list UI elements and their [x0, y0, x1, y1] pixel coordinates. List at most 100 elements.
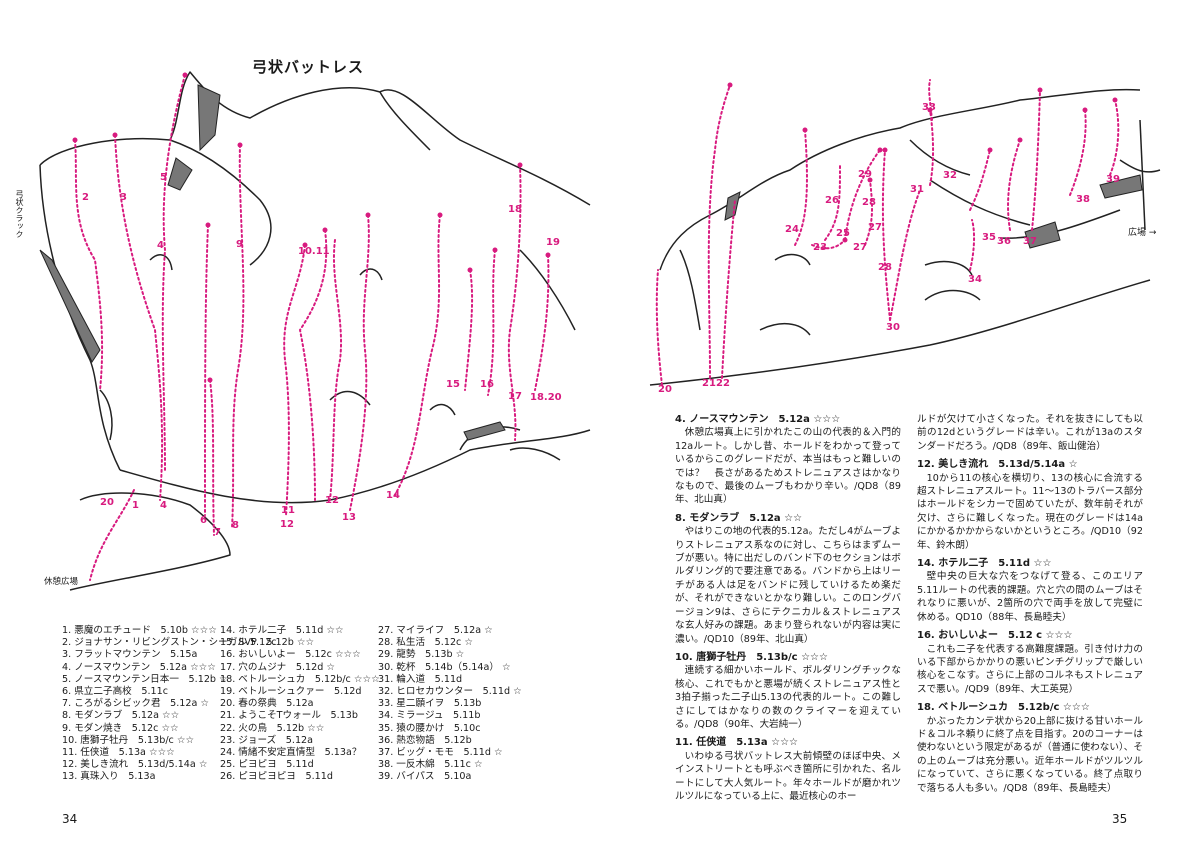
- route-number-label: 31: [910, 184, 924, 195]
- legend-item: 11. 任侠道 5.13a ☆☆☆: [62, 747, 175, 759]
- route-legend-column-1: 1. 悪魔のエチュード 5.10b ☆☆☆2. ジョナサン・リビングストン・シー…: [62, 625, 277, 784]
- route-descriptions-column-1: 4. ノースマウンテン 5.12a ☆☆☆休憩広場真上に引かれたこの山の代表的＆…: [675, 413, 901, 808]
- route-number-label: 12: [325, 495, 339, 506]
- route-legend-column-2: 14. ホテル二子 5.11d ☆☆15. SVP 5.12b ☆☆16. おい…: [220, 625, 380, 784]
- route-number-label: 29: [858, 169, 872, 180]
- route-entry-heading: 16. おいしいよー 5.12 c ☆☆☆: [917, 630, 1073, 642]
- legend-item: 31. 輪入道 5.11d: [378, 673, 463, 685]
- legend-item: 22. 火の鳥 5.12b ☆☆: [220, 722, 325, 734]
- legend-item: 9. モダン焼き 5.12c ☆☆: [62, 722, 179, 734]
- legend-item: 19. ベトルーシュクァー 5.12d: [220, 686, 362, 698]
- route-number-label: 37: [1023, 236, 1037, 247]
- legend-item: 35. 猿の腰かけ 5.10c: [378, 722, 481, 734]
- legend-item: 33. 星二願イヲ 5.13b: [378, 698, 482, 710]
- route-number-label: 22: [716, 378, 730, 389]
- page-number-right: 35: [1112, 812, 1128, 826]
- side-crack-label: 弓状クラック: [15, 190, 24, 238]
- route-entry: 11. 任侠道 5.13a ☆☆☆いわゆる弓状バットレス大前傾壁のほぼ中央、メイ…: [675, 736, 901, 803]
- route-entry-heading: 8. モダンラブ 5.12a ☆☆: [675, 512, 803, 524]
- route-entry-body: かぶったカンテ状から20上部に抜ける甘いホールド＆コルネ頼りに終了点を目指す。2…: [917, 715, 1143, 794]
- legend-item: 21. ようこそTウォール 5.13b: [220, 710, 358, 722]
- legend-item: 2. ジョナサン・リビングストン・シーガル 5.12c: [62, 637, 277, 649]
- route-entry-body: いわゆる弓状バットレス大前傾壁のほぼ中央、メインストリートとも呼ぶべき箇所に引か…: [675, 750, 901, 802]
- route-number-label: 3: [120, 192, 127, 203]
- route-entry-body: 休憩広場真上に引かれたこの山の代表的＆入門的12aルート。しかし昔、ホールドをわ…: [675, 427, 901, 506]
- legend-item: 36. 熱恋物語 5.12b: [378, 734, 472, 746]
- route-number-label: 18.20: [530, 392, 562, 403]
- route-number-label: 10.11: [298, 246, 330, 257]
- route-number-label: 17: [508, 391, 522, 402]
- route-legend-column-3: 27. マイライフ 5.12a ☆28. 私生活 5.12c ☆29. 龍勢 5…: [378, 625, 522, 784]
- legend-item: 25. ピヨピヨ 5.11d: [220, 759, 314, 771]
- route-number-label: 38: [1076, 194, 1090, 205]
- route-number-label: 36: [997, 236, 1011, 247]
- legend-item: 30. 乾杯 5.14b（5.14a） ☆: [378, 661, 511, 673]
- route-number-label: 30: [886, 322, 900, 333]
- legend-item: 14. ホテル二子 5.11d ☆☆: [220, 625, 344, 636]
- route-entry: 4. ノースマウンテン 5.12a ☆☆☆休憩広場真上に引かれたこの山の代表的＆…: [675, 413, 901, 507]
- route-number-label: 4: [160, 500, 167, 511]
- legend-item: 6. 県立二子高校 5.11c: [62, 686, 168, 698]
- legend-item: 24. 情緒不安定直情型 5.13a？: [220, 747, 362, 759]
- legend-item: 4. ノースマウンテン 5.12a ☆☆☆: [62, 661, 216, 673]
- route-entry-body: 連続する細かいホールド、ボルダリングチックな核心、これでもかと悪場が続くストレニ…: [675, 665, 901, 730]
- legend-item: 38. 一反木綿 5.11c ☆: [378, 759, 483, 771]
- route-number-label: 28: [862, 197, 876, 208]
- legend-item: 20. 春の祭典 5.12a: [220, 698, 314, 710]
- route-number-label: 34: [968, 274, 982, 285]
- legend-item: 27. マイライフ 5.12a ☆: [378, 625, 493, 636]
- route-number-label: 8: [232, 520, 239, 531]
- route-entry: 10. 唐獅子牡丹 5.13b/c ☆☆☆ 連続する細かいホールド、ボルダリングチ…: [675, 651, 901, 731]
- route-entry: 16. おいしいよー 5.12 c ☆☆☆これも二子を代表する高難度課題。引き付…: [917, 629, 1143, 696]
- route-entry: ルドが欠けて小さくなった。それを抜きにしても以前の12dというグレードは辛い。こ…: [917, 413, 1143, 453]
- legend-item: 29. 龍勢 5.13b ☆: [378, 649, 465, 661]
- route-entry-heading: 11. 任侠道 5.13a ☆☆☆: [675, 737, 798, 749]
- route-entry-body: これも二子を代表する高難度課題。引き付け力のいる下部からかかりの悪いピンチグリッ…: [917, 643, 1143, 695]
- route-number-label: 24: [785, 224, 799, 235]
- route-number-label: 27: [853, 242, 867, 253]
- legend-item: 37. ビッグ・モモ 5.11d ☆: [378, 747, 503, 759]
- route-number-label: 32: [943, 170, 957, 181]
- legend-item: 39. バイパス 5.10a: [378, 771, 472, 783]
- legend-item: 5. ノースマウンテン日本一 5.12b ☆: [62, 673, 228, 685]
- route-number-label: 2: [82, 192, 89, 203]
- route-number-label: 33: [922, 102, 936, 113]
- route-number-label: 5: [160, 172, 167, 183]
- route-number-label: 27: [868, 222, 882, 233]
- route-number-label: 26: [825, 195, 839, 206]
- legend-item: 28. 私生活 5.12c ☆: [378, 637, 473, 649]
- route-number-label: 35: [982, 232, 996, 243]
- route-number-label: 20: [658, 384, 672, 395]
- legend-item: 32. ヒロセカウンター 5.11d ☆: [378, 686, 522, 698]
- legend-item: 12. 美しき流れ 5.13d/5.14a ☆: [62, 759, 208, 771]
- route-number-label: 4: [157, 240, 164, 251]
- route-number-label: 1: [132, 500, 139, 511]
- page-title: 弓状バットレス: [252, 58, 365, 76]
- route-number-label: 20: [100, 497, 114, 508]
- route-number-label: 21: [702, 378, 716, 389]
- legend-item: 1. 悪魔のエチュード 5.10b ☆☆☆: [62, 625, 217, 636]
- rest-area-label: 休憩広場: [44, 577, 79, 587]
- route-number-label: 15: [446, 379, 460, 390]
- route-entry: 18. ベトルーシュカ 5.12b/c ☆☆☆かぶったカンテ状から20上部に抜け…: [917, 701, 1143, 795]
- route-entry: 8. モダンラブ 5.12a ☆☆やはりこの地の代表的5.12a。ただし4がムー…: [675, 512, 901, 646]
- route-number-label: 16: [480, 379, 494, 390]
- legend-item: 26. ピヨピヨピヨ 5.11d: [220, 771, 333, 783]
- route-number-label: 14: [386, 490, 400, 501]
- route-number-label: 23: [813, 242, 827, 253]
- route-entry-heading: 10. 唐獅子牡丹 5.13b/c ☆☆☆: [675, 651, 828, 663]
- legend-item: 16. おいしいよー 5.12c ☆☆☆: [220, 649, 361, 661]
- route-number-label: 9: [236, 239, 243, 250]
- route-number-label: 28: [878, 262, 892, 273]
- route-number-label: 25: [836, 228, 850, 239]
- route-number-label: 12: [280, 519, 294, 530]
- route-entry: 12. 美しき流れ 5.13d/5.14a ☆10から11の核心を横切り、13の…: [917, 458, 1143, 552]
- route-entry-body: 10から11の核心を横切り、13の核心に合流する超ストレニュアスルート。11〜1…: [917, 472, 1143, 551]
- route-number-label: 18: [508, 204, 522, 215]
- route-entry-heading: 18. ベトルーシュカ 5.12b/c ☆☆☆: [917, 702, 1090, 714]
- route-entry-heading: 12. 美しき流れ 5.13d/5.14a ☆: [917, 459, 1078, 471]
